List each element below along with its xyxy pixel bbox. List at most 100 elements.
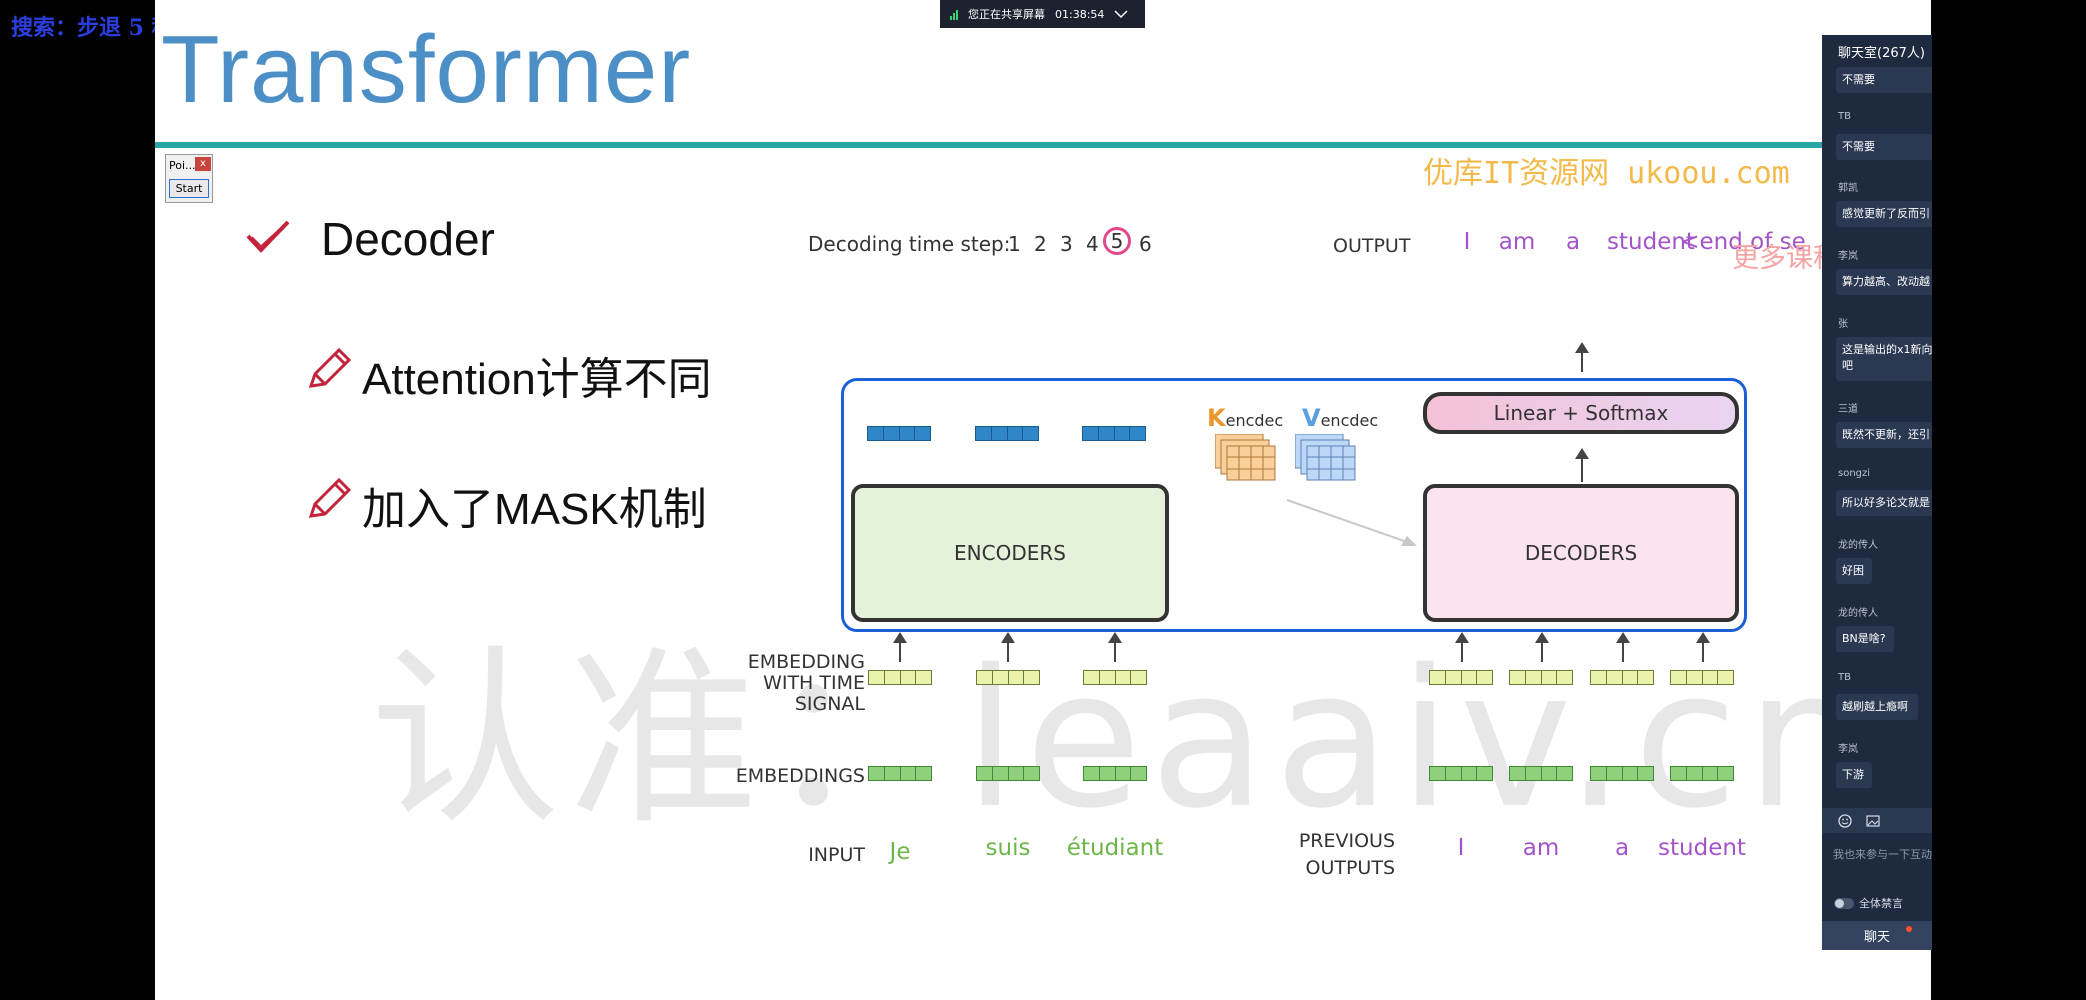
chat-user-name: TB (1838, 111, 1851, 122)
up-arrow-icon (1001, 632, 1015, 662)
chat-message: 感觉更新了反而引 (1836, 201, 1932, 227)
output-word: a (1565, 229, 1581, 255)
chat-message: 这是输出的x1新向 吧 (1836, 337, 1932, 381)
presentation-slide: Transformer 优库IT资源网 ukoou.com 认准：leaaiv.… (155, 0, 1931, 1000)
kv-arrow-icon (1286, 499, 1417, 546)
chat-message: BN是啥? (1836, 626, 1894, 652)
decoding-step-label: Decoding time step: (808, 232, 1011, 256)
previous-output-word: am (1522, 835, 1560, 861)
v-matrix-icon (1295, 434, 1356, 481)
input-word: étudiant (1066, 835, 1164, 861)
encoder-output-vector (1082, 426, 1146, 441)
pencil-icon (308, 477, 352, 518)
chat-user-name: TB (1838, 672, 1851, 683)
embedding-vector (868, 766, 932, 781)
chat-message: 不需要 (1836, 134, 1932, 160)
up-arrow-icon (1535, 632, 1549, 662)
signal-icon (950, 8, 958, 20)
chat-message: 算力越高、改动越 (1836, 269, 1932, 295)
k-letter: K (1207, 404, 1226, 432)
start-button[interactable]: Start (169, 179, 209, 198)
screen-share-bar[interactable]: 您正在共享屏幕 01:38:54 (940, 0, 1145, 28)
pointer-window-title: Poi... (169, 159, 196, 172)
chat-user-name: 李岚 (1838, 744, 1858, 755)
chat-message: 越刷越上瘾啊 (1836, 694, 1918, 720)
notification-dot (1906, 926, 1912, 932)
embedding-vector (1509, 766, 1573, 781)
transformer-container (841, 378, 1747, 632)
output-word: am (1498, 229, 1536, 255)
embedding-vector (1670, 766, 1734, 781)
chat-message-line: 吧 (1842, 359, 1853, 372)
time-signal-vector (868, 670, 932, 685)
emoji-icon[interactable] (1838, 814, 1852, 828)
pointer-tool-window: Poi... x Start (165, 154, 213, 203)
chat-message: 不需要 (1836, 67, 1932, 93)
output-label: OUTPUT (1333, 235, 1411, 257)
toggle-switch[interactable] (1834, 897, 1854, 909)
image-icon[interactable] (1866, 814, 1880, 828)
embedding-vector (1429, 766, 1493, 781)
previous-outputs-label-1: PREVIOUS (1298, 830, 1395, 852)
close-button[interactable]: x (195, 157, 211, 171)
step-number: 3 (1060, 232, 1073, 256)
chat-input[interactable]: 我也来参与一下互动 (1833, 848, 1932, 861)
chat-tab[interactable]: 聊天 (1822, 921, 1932, 950)
v-encdec-label: Vencdec (1302, 404, 1378, 432)
bullet-attention: Attention计算不同 (362, 355, 712, 404)
time-signal-vector (1509, 670, 1573, 685)
chat-user-name: 李岚 (1838, 251, 1858, 262)
previous-outputs-label-2: OUTPUTS (1305, 857, 1396, 879)
current-step-circle: 5 (1103, 227, 1131, 255)
time-signal-vector (1670, 670, 1734, 685)
embedding-time-label-3: SIGNAL (794, 693, 865, 715)
chat-user-name: 龙的传人 (1838, 608, 1878, 619)
encoder-output-vector (975, 426, 1039, 441)
decoders-box: DECODERS (1423, 484, 1739, 622)
mute-all-label: 全体禁言 (1859, 897, 1903, 910)
checkmark-icon (246, 220, 290, 253)
k-matrix-icon (1215, 434, 1276, 481)
title-divider (155, 142, 1931, 148)
chat-user-name: 郭凯 (1838, 183, 1858, 194)
up-arrow-icon (1616, 632, 1630, 662)
chat-user-name: songzi (1838, 468, 1871, 479)
chat-toolbar (1822, 808, 1932, 833)
chevron-down-icon[interactable] (1114, 9, 1128, 19)
up-arrow-icon (1696, 632, 1710, 662)
up-arrow-icon (1455, 632, 1469, 662)
up-arrow-icon (1575, 342, 1589, 372)
v-letter: V (1302, 404, 1321, 432)
output-word: <end of se (1680, 229, 1806, 255)
up-arrow-icon (1575, 448, 1589, 482)
embedding-vector (1590, 766, 1654, 781)
chat-user-name: 龙的传人 (1838, 540, 1878, 551)
step-number: 2 (1034, 232, 1047, 256)
embedding-vector (976, 766, 1040, 781)
section-heading: Decoder (321, 213, 495, 265)
chat-room-title: 聊天室(267人) (1838, 46, 1925, 61)
previous-output-word: a (1614, 835, 1630, 861)
time-signal-vector (1429, 670, 1493, 685)
k-encdec-label: Kencdec (1207, 404, 1283, 432)
time-signal-vector (1590, 670, 1654, 685)
mute-all-toggle[interactable]: 全体禁言 (1834, 895, 1903, 911)
embedding-time-label-1: EMBEDDING (747, 651, 865, 673)
previous-output-word: student (1658, 835, 1746, 861)
site-watermark: 优库IT资源网 ukoou.com (1423, 156, 1790, 191)
step-number: 1 (1008, 232, 1021, 256)
chat-message: 下游 (1836, 762, 1872, 788)
previous-output-word: I (1457, 835, 1465, 861)
step-number: 6 (1139, 232, 1152, 256)
chat-message-line: 这是输出的x1新向 (1842, 343, 1932, 356)
share-status-text: 您正在共享屏幕 (968, 8, 1045, 21)
background-watermark: 认准：leaaiv.cn (370, 629, 1875, 850)
up-arrow-icon (1108, 632, 1122, 662)
chat-user-name: 张 (1838, 319, 1848, 330)
embedding-vector (1083, 766, 1147, 781)
chat-user-name: 三道 (1838, 404, 1858, 415)
output-word: I (1463, 229, 1471, 255)
v-subscript: encdec (1320, 411, 1379, 430)
chat-panel: 聊天室(267人) 不需要 TB 不需要 郭凯 感觉更新了反而引 李岚 算力越高… (1822, 35, 1932, 950)
k-subscript: encdec (1225, 411, 1284, 430)
